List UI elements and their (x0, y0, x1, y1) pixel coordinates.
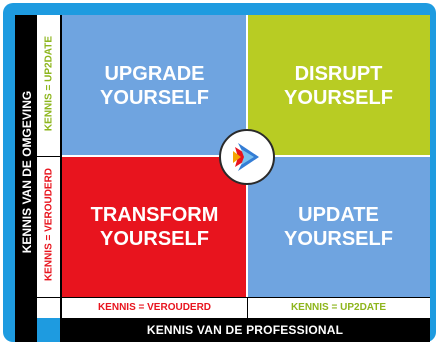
quadrant-transform: TRANSFORM YOURSELF (62, 156, 247, 297)
horizontal-axis-bar: KENNIS VAN DE PROFESSIONAL (60, 318, 430, 342)
divider (37, 156, 60, 157)
bottom-label-row: KENNIS = VEROUDERD KENNIS = UP2DATE (37, 297, 430, 318)
quadrant-disrupt: DISRUPT YOURSELF (247, 15, 430, 156)
left-bottom-label: KENNIS = VEROUDERD (43, 167, 55, 282)
vertical-axis-bar: KENNIS VAN DE OMGEVING (15, 15, 37, 342)
quadrant-transform-text: TRANSFORM YOURSELF (90, 203, 219, 250)
play-arrow-logo-icon (219, 129, 275, 185)
quadrant-disrupt-text: DISRUPT YOURSELF (284, 62, 393, 109)
vertical-axis-title: KENNIS VAN DE OMGEVING (20, 90, 34, 254)
divider (60, 15, 62, 318)
quadrant-upgrade-text: UPGRADE YOURSELF (100, 62, 209, 109)
quadrant-update: UPDATE YOURSELF (247, 156, 430, 297)
divider (37, 297, 430, 298)
quadrant-update-text: UPDATE YOURSELF (284, 203, 393, 250)
bottom-right-label: KENNIS = UP2DATE (290, 302, 387, 313)
divider (247, 297, 248, 318)
bottom-left-label: KENNIS = VEROUDERD (97, 302, 212, 313)
left-top-label: KENNIS = UP2DATE (43, 35, 55, 132)
quadrant-upgrade: UPGRADE YOURSELF (62, 15, 247, 156)
horizontal-axis-title: KENNIS VAN DE PROFESSIONAL (146, 323, 344, 337)
